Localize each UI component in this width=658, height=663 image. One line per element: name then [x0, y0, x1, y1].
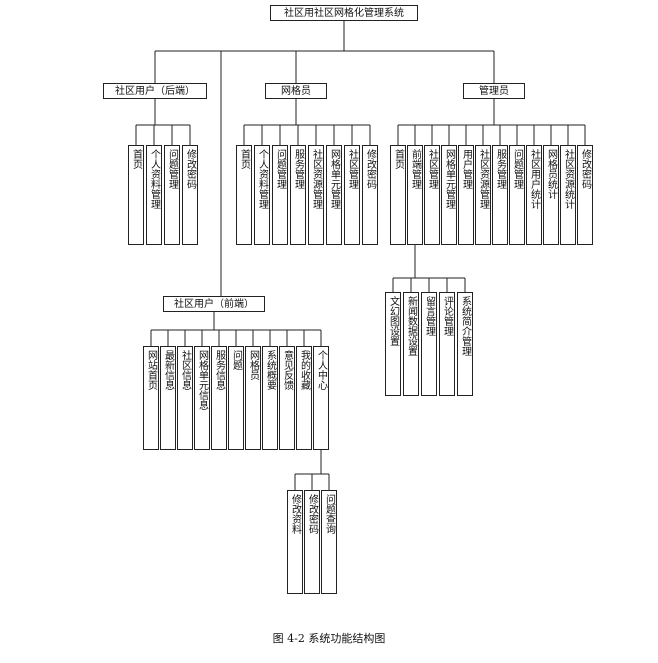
backend-leaf: 个人资料管理	[146, 145, 162, 245]
grid-leaf: 个人资料管理	[254, 145, 270, 245]
admin-leaf: 问题管理	[509, 145, 525, 245]
front-leaf: 问题	[228, 346, 244, 450]
admin-leaf: 服务管理	[492, 145, 508, 245]
admin-leaf: 社区资源统计	[560, 145, 576, 245]
grid-leaf: 网格单元管理	[326, 145, 342, 245]
admin-node: 管理员	[463, 83, 525, 99]
admin-leaf: 网格单元管理	[441, 145, 457, 245]
front-leaf: 网格员	[245, 346, 261, 450]
grid-leaf: 服务管理	[290, 145, 306, 245]
frontend-user-node: 社区用户（前端）	[163, 296, 265, 312]
grid-member-node: 网格员	[265, 83, 327, 99]
admin-leaf: 网格员统计	[543, 145, 559, 245]
admin-leaf: 首页	[390, 145, 406, 245]
front-leaf: 服务信息	[211, 346, 227, 450]
admin-sub-leaf: 新闻数据设置	[403, 292, 419, 396]
admin-sub-leaf: 系统简介管理	[457, 292, 473, 396]
personal-leaf: 修改密码	[304, 490, 320, 594]
front-leaf: 最新信息	[160, 346, 176, 450]
admin-leaf: 前端管理	[407, 145, 423, 245]
backend-leaf: 修改密码	[182, 145, 198, 245]
personal-leaf: 问题查询	[321, 490, 337, 594]
backend-leaf: 问题管理	[164, 145, 180, 245]
backend-user-node: 社区用户（后端）	[103, 83, 207, 99]
front-leaf: 社区信息	[177, 346, 193, 450]
root-node: 社区用社区网格化管理系统	[270, 5, 418, 21]
admin-sub-leaf: 文幻图设置	[385, 292, 401, 396]
front-leaf: 网站首页	[143, 346, 159, 450]
admin-sub-leaf: 留言管理	[421, 292, 437, 396]
front-leaf: 意见反馈	[279, 346, 295, 450]
figure-caption: 图 4-2 系统功能结构图	[272, 632, 386, 645]
front-leaf: 系统概要	[262, 346, 278, 450]
admin-leaf: 用户管理	[458, 145, 474, 245]
admin-leaf: 社区用户统计	[526, 145, 542, 245]
grid-leaf: 修改密码	[362, 145, 378, 245]
admin-sub-leaf: 评论管理	[439, 292, 455, 396]
admin-leaf: 社区管理	[424, 145, 440, 245]
grid-leaf: 问题管理	[272, 145, 288, 245]
admin-leaf: 社区资源管理	[475, 145, 491, 245]
front-leaf: 个人中心	[313, 346, 329, 450]
grid-leaf: 首页	[236, 145, 252, 245]
personal-leaf: 修改资料	[287, 490, 303, 594]
backend-leaf: 首页	[128, 145, 144, 245]
front-leaf: 我的收藏	[296, 346, 312, 450]
grid-leaf: 社区资源管理	[308, 145, 324, 245]
grid-leaf: 社区管理	[344, 145, 360, 245]
admin-leaf: 修改密码	[577, 145, 593, 245]
front-leaf: 网格单元信息	[194, 346, 210, 450]
